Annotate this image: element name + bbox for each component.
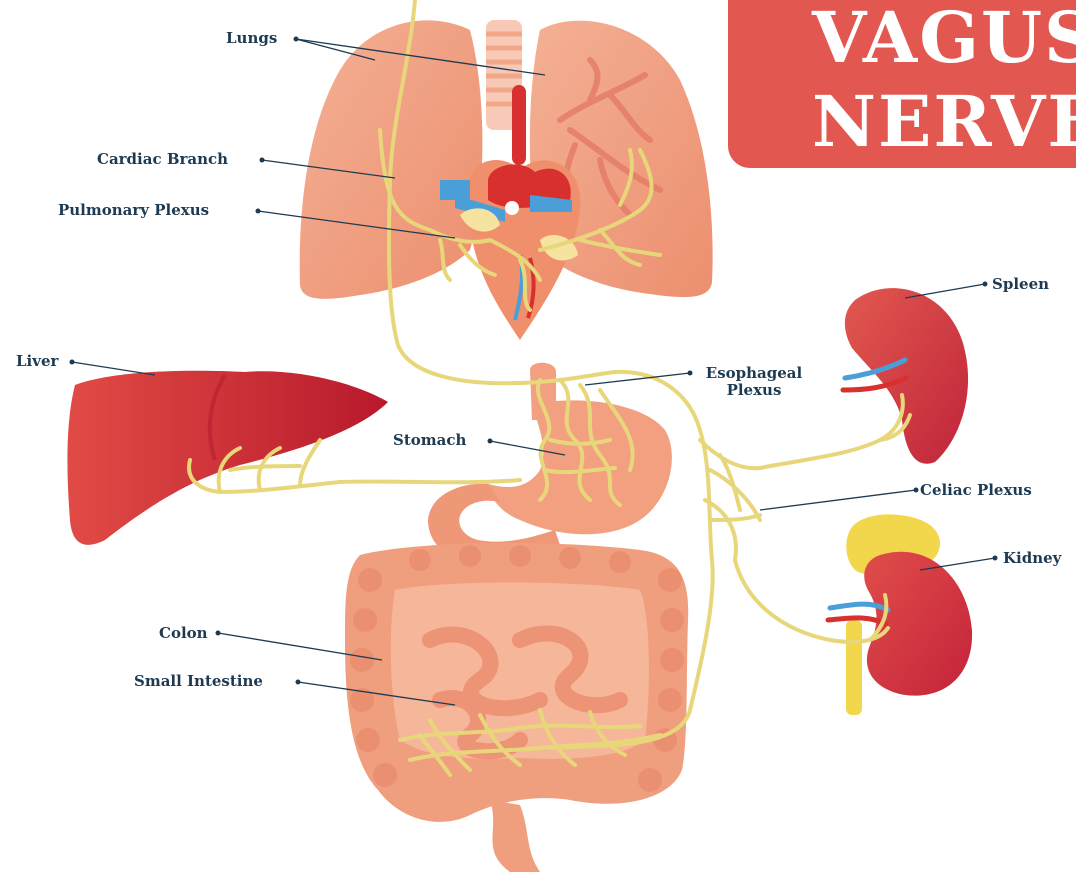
label-liver: Liver: [16, 353, 58, 370]
label-esophageal-line-2: Plexus: [694, 382, 814, 399]
label-pulmonary-plexus: Pulmonary Plexus: [58, 202, 209, 219]
label-colon: Colon: [159, 625, 208, 642]
label-spleen: Spleen: [992, 276, 1049, 293]
label-kidney: Kidney: [1003, 550, 1061, 567]
label-esophageal-line-1: Esophageal: [694, 365, 814, 382]
title-line-1: VAGUS: [812, 0, 1076, 79]
label-celiac-plexus: Celiac Plexus: [920, 482, 1032, 499]
label-small-intestine: Small Intestine: [134, 673, 263, 690]
title-line-2: NERVE: [812, 80, 1076, 163]
label-stomach: Stomach: [393, 432, 466, 449]
ureter: [846, 620, 862, 715]
label-esophageal-plexus: Esophageal Plexus: [694, 365, 814, 399]
label-lungs: Lungs: [226, 30, 277, 47]
label-cardiac-branch: Cardiac Branch: [97, 151, 228, 168]
